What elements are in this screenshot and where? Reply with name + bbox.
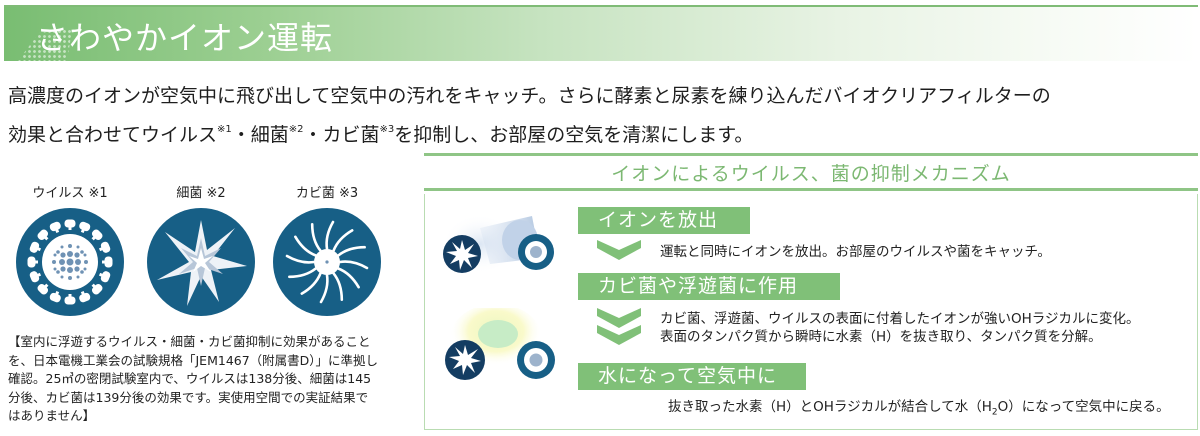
step-description-line: 表面のタンパク質から瞬時に水素（H）を抜き取り、タンパク質を分解。 — [660, 329, 1102, 345]
note-line: 【室内に浮遊するウイルス・細菌・カビ菌抑制に効果があること — [8, 334, 371, 349]
note-line: 確認。25㎥の密閉試験室内で、ウイルスは138分後、細菌は145 — [8, 371, 372, 386]
test-condition-note: 【室内に浮遊するウイルス・細菌・カビ菌抑制に効果があること を、日本電機工業会の… — [8, 333, 408, 426]
step-text-part: O）になって空気中に戻る。 — [997, 399, 1170, 415]
microbe-label: ウイルス ※1 — [32, 186, 108, 201]
divider — [424, 188, 1198, 191]
step-description: 抜き取った水素（H）とOHラジカルが結合して水（H2O）になって空気中に戻る。 — [668, 398, 1170, 422]
intro-text: 効果と合わせてウイルス — [8, 124, 218, 146]
ion-emission-illustration — [440, 208, 560, 280]
step-description-line: カビ菌、浮遊菌、ウイルスの表面に付着したイオンが強いOHラジカルに変化。 — [660, 311, 1140, 327]
subscript: 2 — [991, 407, 998, 418]
intro-line-1: 高濃度のイオンが空気中に飛び出して空気中の汚れをキャッチ。さらに酵素と尿素を練り… — [8, 85, 1051, 107]
mold-icon — [273, 208, 381, 316]
intro-line-2: 効果と合わせてウイルス※1・細菌※2・カビ菌※3を抑制し、お部屋の空気を清潔にし… — [8, 113, 1051, 152]
footnote-ref-3: ※3 — [379, 124, 395, 135]
ion-reaction-illustration — [440, 304, 560, 388]
microbe-label: 細菌 ※2 — [176, 186, 226, 201]
note-line: を、日本電機工業会の試験規格「JEM1467（附属書D）」に準拠し — [8, 352, 379, 368]
chevron-down-icon — [597, 325, 641, 345]
chevron-down-icon — [597, 308, 641, 328]
step-heading-ion-release: イオンを放出 — [578, 207, 750, 234]
mechanism-title: イオンによるウイルス、菌の抑制メカニズム — [611, 163, 1011, 185]
step-description: 運転と同時にイオンを放出。お部屋のウイルスや菌をキャッチ。 — [660, 244, 1051, 260]
divider — [424, 153, 1198, 156]
section-header: さわやかイオン運転 — [4, 5, 1198, 61]
intro-paragraph: 高濃度のイオンが空気中に飛び出して空気中の汚れをキャッチ。さらに酵素と尿素を練り… — [8, 80, 1051, 152]
microbe-label: カビ菌 ※3 — [295, 186, 359, 201]
microbe-virus: ウイルス ※1 — [5, 182, 135, 316]
chevron-down-icon — [597, 240, 641, 260]
step-description: カビ菌、浮遊菌、ウイルスの表面に付着したイオンが強いOHラジカルに変化。 表面の… — [660, 310, 1140, 346]
microbe-mold: カビ菌 ※3 — [262, 182, 392, 316]
bacteria-icon — [147, 208, 255, 316]
footnote-ref-1: ※1 — [217, 124, 232, 135]
intro-text: ・細菌 — [231, 124, 289, 146]
footnote-ref-2: ※2 — [288, 124, 304, 135]
intro-text: ・カビ菌 — [303, 124, 380, 146]
note-line: 分後、カビ菌は139分後の効果です。実使用空間での実証結果で — [8, 389, 369, 405]
step-heading-act-on-mold: カビ菌や浮遊菌に作用 — [578, 273, 840, 300]
step-text-part: 抜き取った水素（H）とOHラジカルが結合して水（H — [668, 399, 992, 415]
intro-text: を抑制し、お部屋の空気を清潔にします。 — [394, 124, 754, 146]
step-heading-become-water: 水になって空気中に — [578, 363, 806, 390]
mechanism-panel — [424, 194, 1198, 430]
virus-icon — [16, 208, 124, 316]
page-title: さわやかイオン運転 — [36, 19, 334, 57]
note-line: はありません】 — [8, 408, 96, 423]
microbe-bacteria: 細菌 ※2 — [136, 182, 266, 316]
